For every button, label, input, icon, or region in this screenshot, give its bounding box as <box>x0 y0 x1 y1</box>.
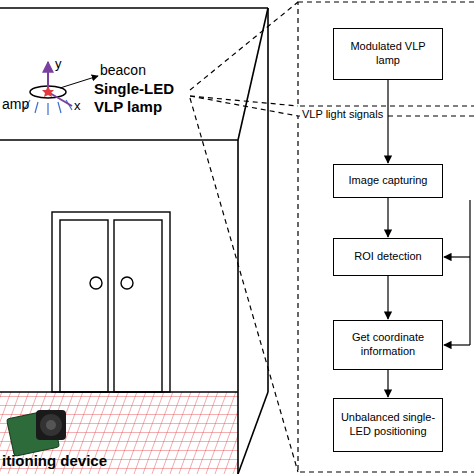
annotation-label: Single-LED VLP lamp <box>94 80 190 116</box>
annotation-label: amp <box>2 96 29 113</box>
process-box: Get coordinate information <box>333 320 443 370</box>
feedback-lines <box>444 200 470 345</box>
box-text: Get coordinate information <box>340 331 436 359</box>
flow-arrow <box>387 276 388 319</box>
room-outline <box>0 8 268 474</box>
door <box>52 212 170 392</box>
box-text: ROI detection <box>354 250 421 264</box>
annotation-label: x <box>74 98 81 114</box>
edge-label: VLP light signals <box>300 108 385 120</box>
zoom-lines <box>190 2 474 472</box>
box-text: Unbalanced single-LED positioning <box>340 411 436 439</box>
flow-arrow <box>387 198 388 237</box>
floor-grid <box>0 392 238 474</box>
annotation-label: y <box>55 56 62 72</box>
process-box: Unbalanced single-LED positioning <box>333 398 443 452</box>
flow-arrow <box>387 370 388 397</box>
process-box: Image capturing <box>333 164 443 198</box>
camera-device <box>7 410 66 457</box>
process-box: Modulated VLP lamp <box>333 28 443 80</box>
annotation-label: itioning device <box>2 452 107 470</box>
process-box: ROI detection <box>333 238 443 276</box>
annotation-label: beacon <box>100 62 146 79</box>
box-text: Modulated VLP lamp <box>340 40 436 68</box>
flow-arrow <box>387 80 388 163</box>
box-text: Image capturing <box>349 174 428 188</box>
